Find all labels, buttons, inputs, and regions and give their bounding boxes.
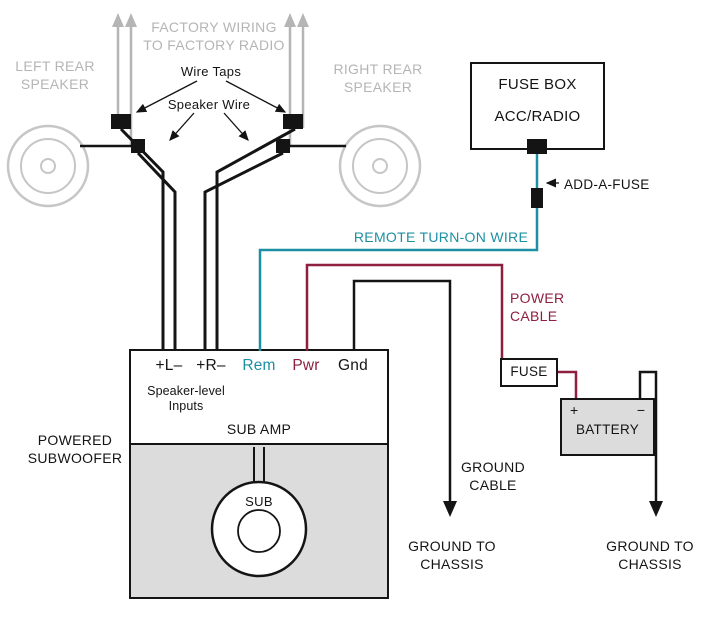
speaker-level-inputs-label: Speaker-level Inputs xyxy=(147,384,225,413)
terminal-rem-label: Rem xyxy=(242,357,276,374)
speaker-wire-label: Speaker Wire xyxy=(167,97,251,112)
factory-wiring-label: FACTORY WIRING TO FACTORY RADIO xyxy=(143,19,285,53)
inline-fuse-box: FUSE xyxy=(500,358,558,387)
battery-minus-terminal: − xyxy=(636,402,645,418)
battery-label: BATTERY xyxy=(575,422,640,437)
remote-turn-on-wire-label: REMOTE TURN-ON WIRE xyxy=(353,229,529,245)
battery-box: + − BATTERY xyxy=(560,398,655,456)
wire-tap-connector xyxy=(111,114,131,129)
ground-to-chassis-label-left: GROUND TO CHASSIS xyxy=(408,538,496,572)
sub-label: SUB xyxy=(245,494,273,509)
fuse-box-label: FUSE BOX xyxy=(498,76,577,93)
ground-cable-label: GROUND CABLE xyxy=(460,459,526,493)
fuse-label: FUSE xyxy=(510,364,548,379)
acc-radio-label: ACC/RADIO xyxy=(494,108,581,125)
add-a-fuse-label: ADD-A-FUSE xyxy=(564,177,650,192)
wire-tap-connector xyxy=(276,139,290,153)
wire-tap-connector xyxy=(131,139,145,153)
power-cable-path xyxy=(305,263,578,398)
terminal-gnd-label: Gnd xyxy=(338,357,368,374)
wire-tap-connectors xyxy=(111,114,303,153)
speaker-wire-arrow-left xyxy=(169,112,195,141)
sub-amp-label: SUB AMP xyxy=(226,421,292,437)
acc-radio-connector xyxy=(527,139,547,154)
ground-cable-path xyxy=(352,279,457,517)
wire-tap-connector xyxy=(283,114,303,129)
add-a-fuse-holder xyxy=(531,188,543,208)
right-rear-speaker-label: RIGHT REAR SPEAKER xyxy=(333,61,423,95)
battery-ground-path xyxy=(638,370,663,517)
terminal-right-label: +R– xyxy=(196,357,226,374)
left-speaker-icon xyxy=(6,124,90,208)
subwoofer-icon xyxy=(210,447,308,578)
terminal-pwr-label: Pwr xyxy=(292,357,320,374)
power-cable-label: POWER CABLE xyxy=(510,290,565,324)
wire-taps-label: Wire Taps xyxy=(180,64,242,79)
right-speaker-icon xyxy=(338,124,422,208)
left-rear-speaker-label: LEFT REAR SPEAKER xyxy=(15,58,95,92)
remote-turn-on-wire-path xyxy=(258,139,547,351)
wire-taps-arrow-left xyxy=(135,80,198,113)
ground-to-chassis-label-right: GROUND TO CHASSIS xyxy=(606,538,694,572)
speaker-wire-arrow-right xyxy=(223,112,249,141)
powered-subwoofer-label: POWERED SUBWOOFER xyxy=(27,432,123,466)
annotation-arrows xyxy=(135,80,559,188)
fuse-box-panel: FUSE BOX ACC/RADIO xyxy=(470,62,605,150)
battery-plus-terminal: + xyxy=(570,402,579,418)
wire-taps-arrow-right xyxy=(225,80,287,113)
terminal-left-label: +L– xyxy=(155,357,183,374)
